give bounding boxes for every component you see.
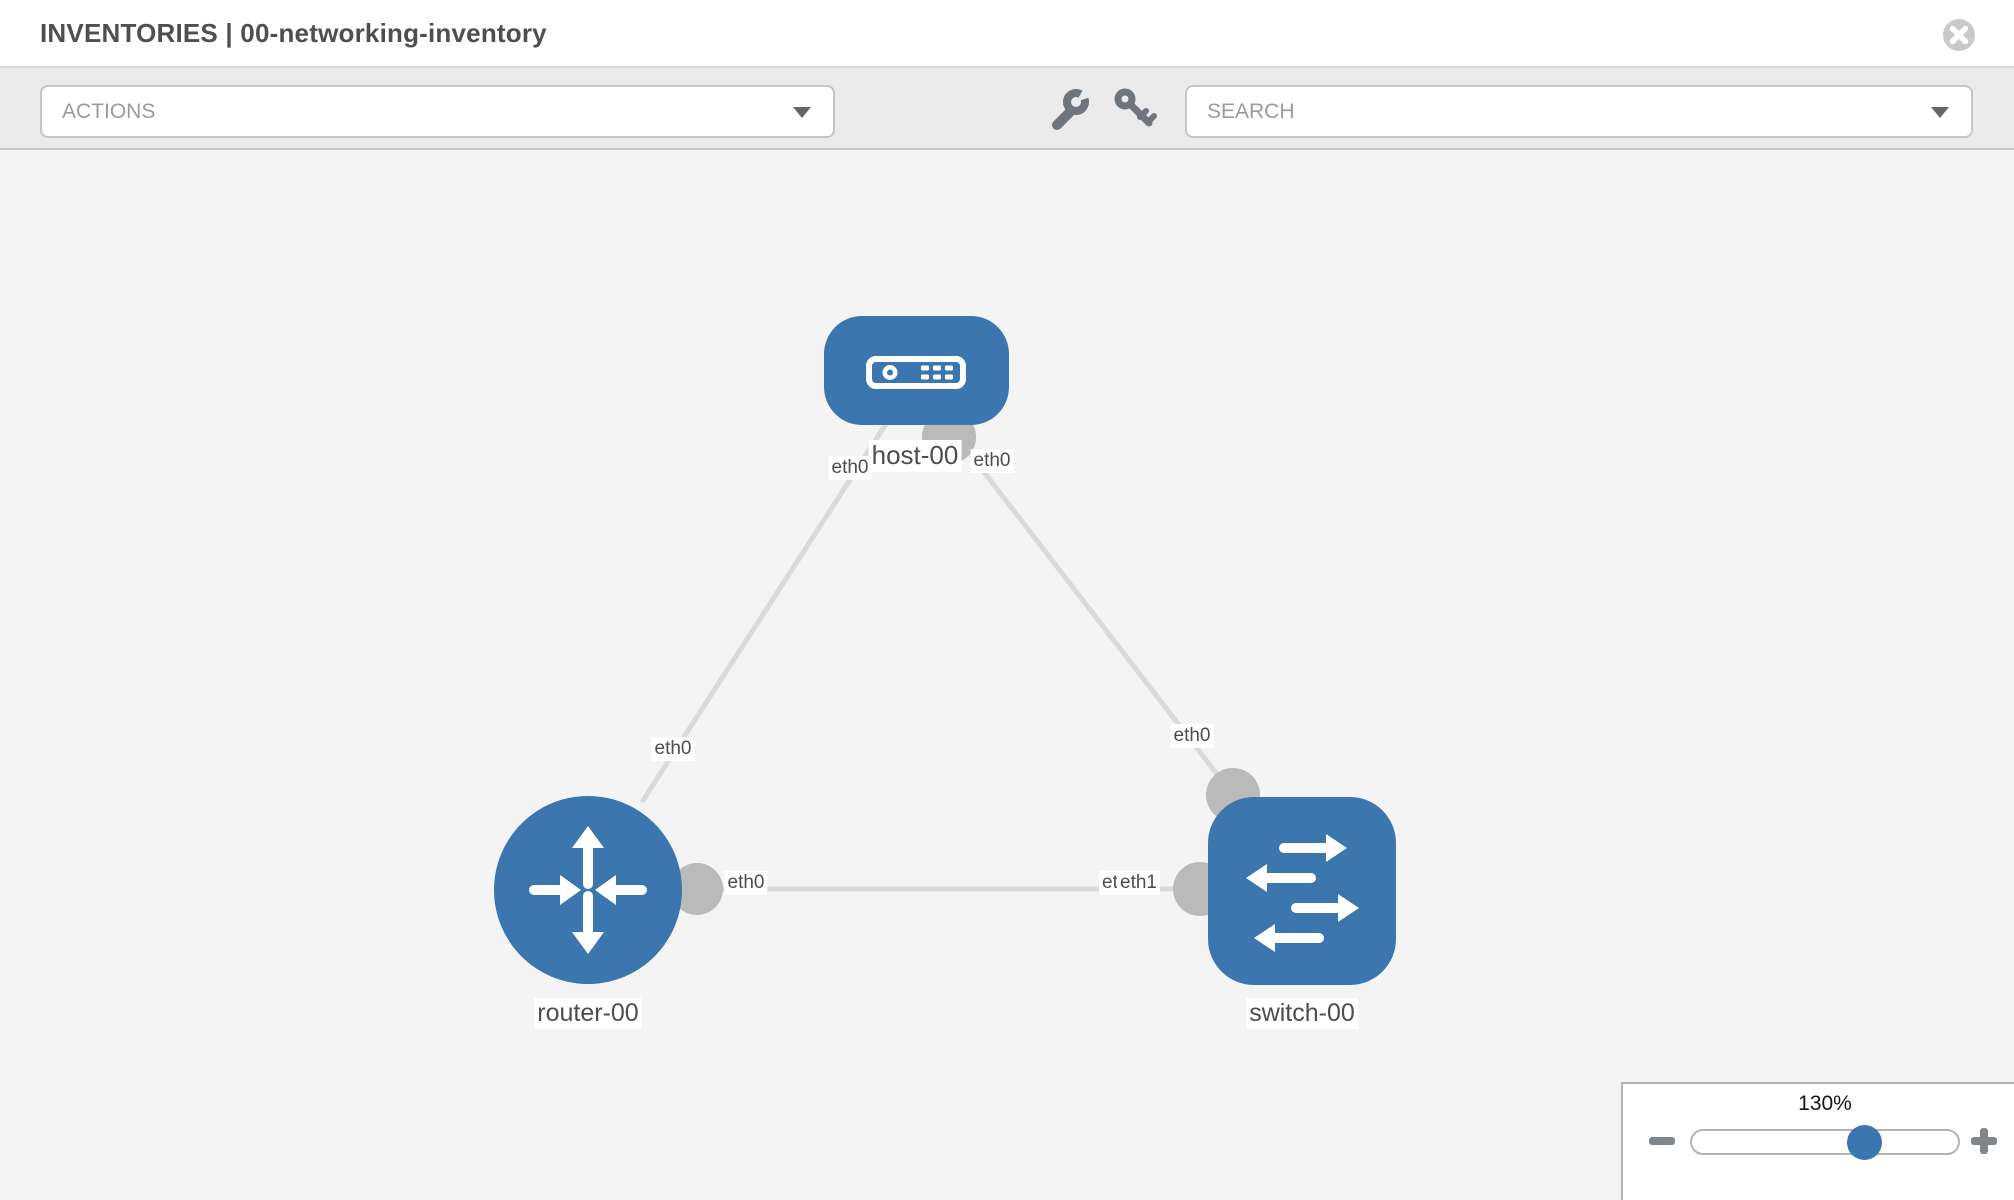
page-title: INVENTORIES | 00-networking-inventory <box>40 17 547 48</box>
interface-label-host-left: eth0 <box>828 456 872 480</box>
interface-label-switch-top: eth0 <box>1170 724 1214 748</box>
switch-icon <box>1246 834 1359 952</box>
zoom-in-button[interactable] <box>1967 1124 2001 1158</box>
search-dropdown[interactable]: SEARCH <box>1185 85 1973 138</box>
page-header: INVENTORIES | 00-networking-inventory <box>0 0 2014 68</box>
key-button[interactable] <box>1112 87 1158 133</box>
key-icon <box>1114 88 1157 127</box>
zoom-panel: 130% <box>1621 1082 2014 1200</box>
interface-label-router-right: eth0 <box>724 871 768 895</box>
connector-router-right[interactable] <box>671 863 723 915</box>
close-icon <box>1943 19 1975 51</box>
node-host-00[interactable] <box>824 316 1009 425</box>
zoom-level-label: 130% <box>1798 1092 1852 1115</box>
chevron-down-icon <box>793 106 811 118</box>
zoom-out-button[interactable] <box>1645 1124 1679 1158</box>
actions-dropdown[interactable]: ACTIONS <box>40 85 835 138</box>
minus-icon <box>1649 1137 1675 1145</box>
search-dropdown-label: SEARCH <box>1207 99 1295 123</box>
host-icon <box>866 356 966 389</box>
node-label-router-00: router-00 <box>534 998 642 1029</box>
chevron-down-icon <box>1931 106 1949 118</box>
wrench-icon <box>1052 83 1096 130</box>
node-label-host-00: host-00 <box>868 440 962 472</box>
interface-label-router-top: eth0 <box>651 737 695 761</box>
plus-icon <box>1971 1128 1997 1154</box>
close-button[interactable] <box>1940 16 1978 54</box>
wrench-button[interactable] <box>1046 83 1096 133</box>
actions-dropdown-label: ACTIONS <box>62 99 156 123</box>
zoom-slider-track[interactable] <box>1690 1129 1960 1155</box>
router-icon <box>529 826 647 954</box>
interface-label-host-right: eth0 <box>970 449 1014 473</box>
toolbar: ACTIONS SEARCH <box>0 68 2014 150</box>
node-switch-00[interactable] <box>1208 797 1396 985</box>
zoom-slider-handle[interactable] <box>1847 1125 1882 1160</box>
interface-label-switch-left: eth1 <box>1117 871 1160 895</box>
node-router-00[interactable] <box>494 796 682 984</box>
node-label-switch-00: switch-00 <box>1246 998 1358 1029</box>
